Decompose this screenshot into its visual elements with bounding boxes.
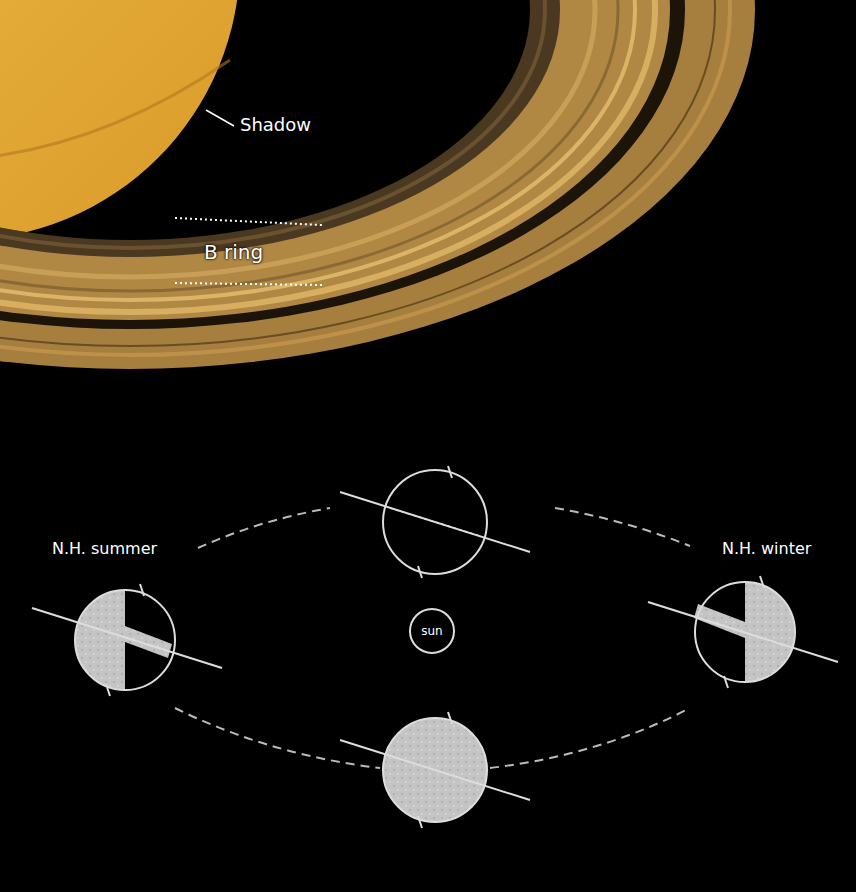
planet-shadow [205, 60, 330, 230]
ring-edge-marker [175, 218, 322, 225]
planet-position [648, 576, 838, 688]
sun-circle: sun [408, 607, 456, 655]
planet-position [340, 712, 530, 828]
node-text: sun [421, 624, 442, 638]
season-label: N.H. summer [52, 539, 157, 558]
saturn-rings [0, 0, 755, 369]
ring-edge-marker [175, 283, 322, 285]
callout-label: Shadow [240, 114, 311, 135]
planet-position [32, 584, 222, 696]
ring-label: B ring [204, 240, 263, 264]
leader-line [206, 110, 234, 126]
saturn-planet [0, 0, 240, 240]
season-label: N.H. winter [722, 539, 811, 558]
planet-position [340, 466, 530, 578]
